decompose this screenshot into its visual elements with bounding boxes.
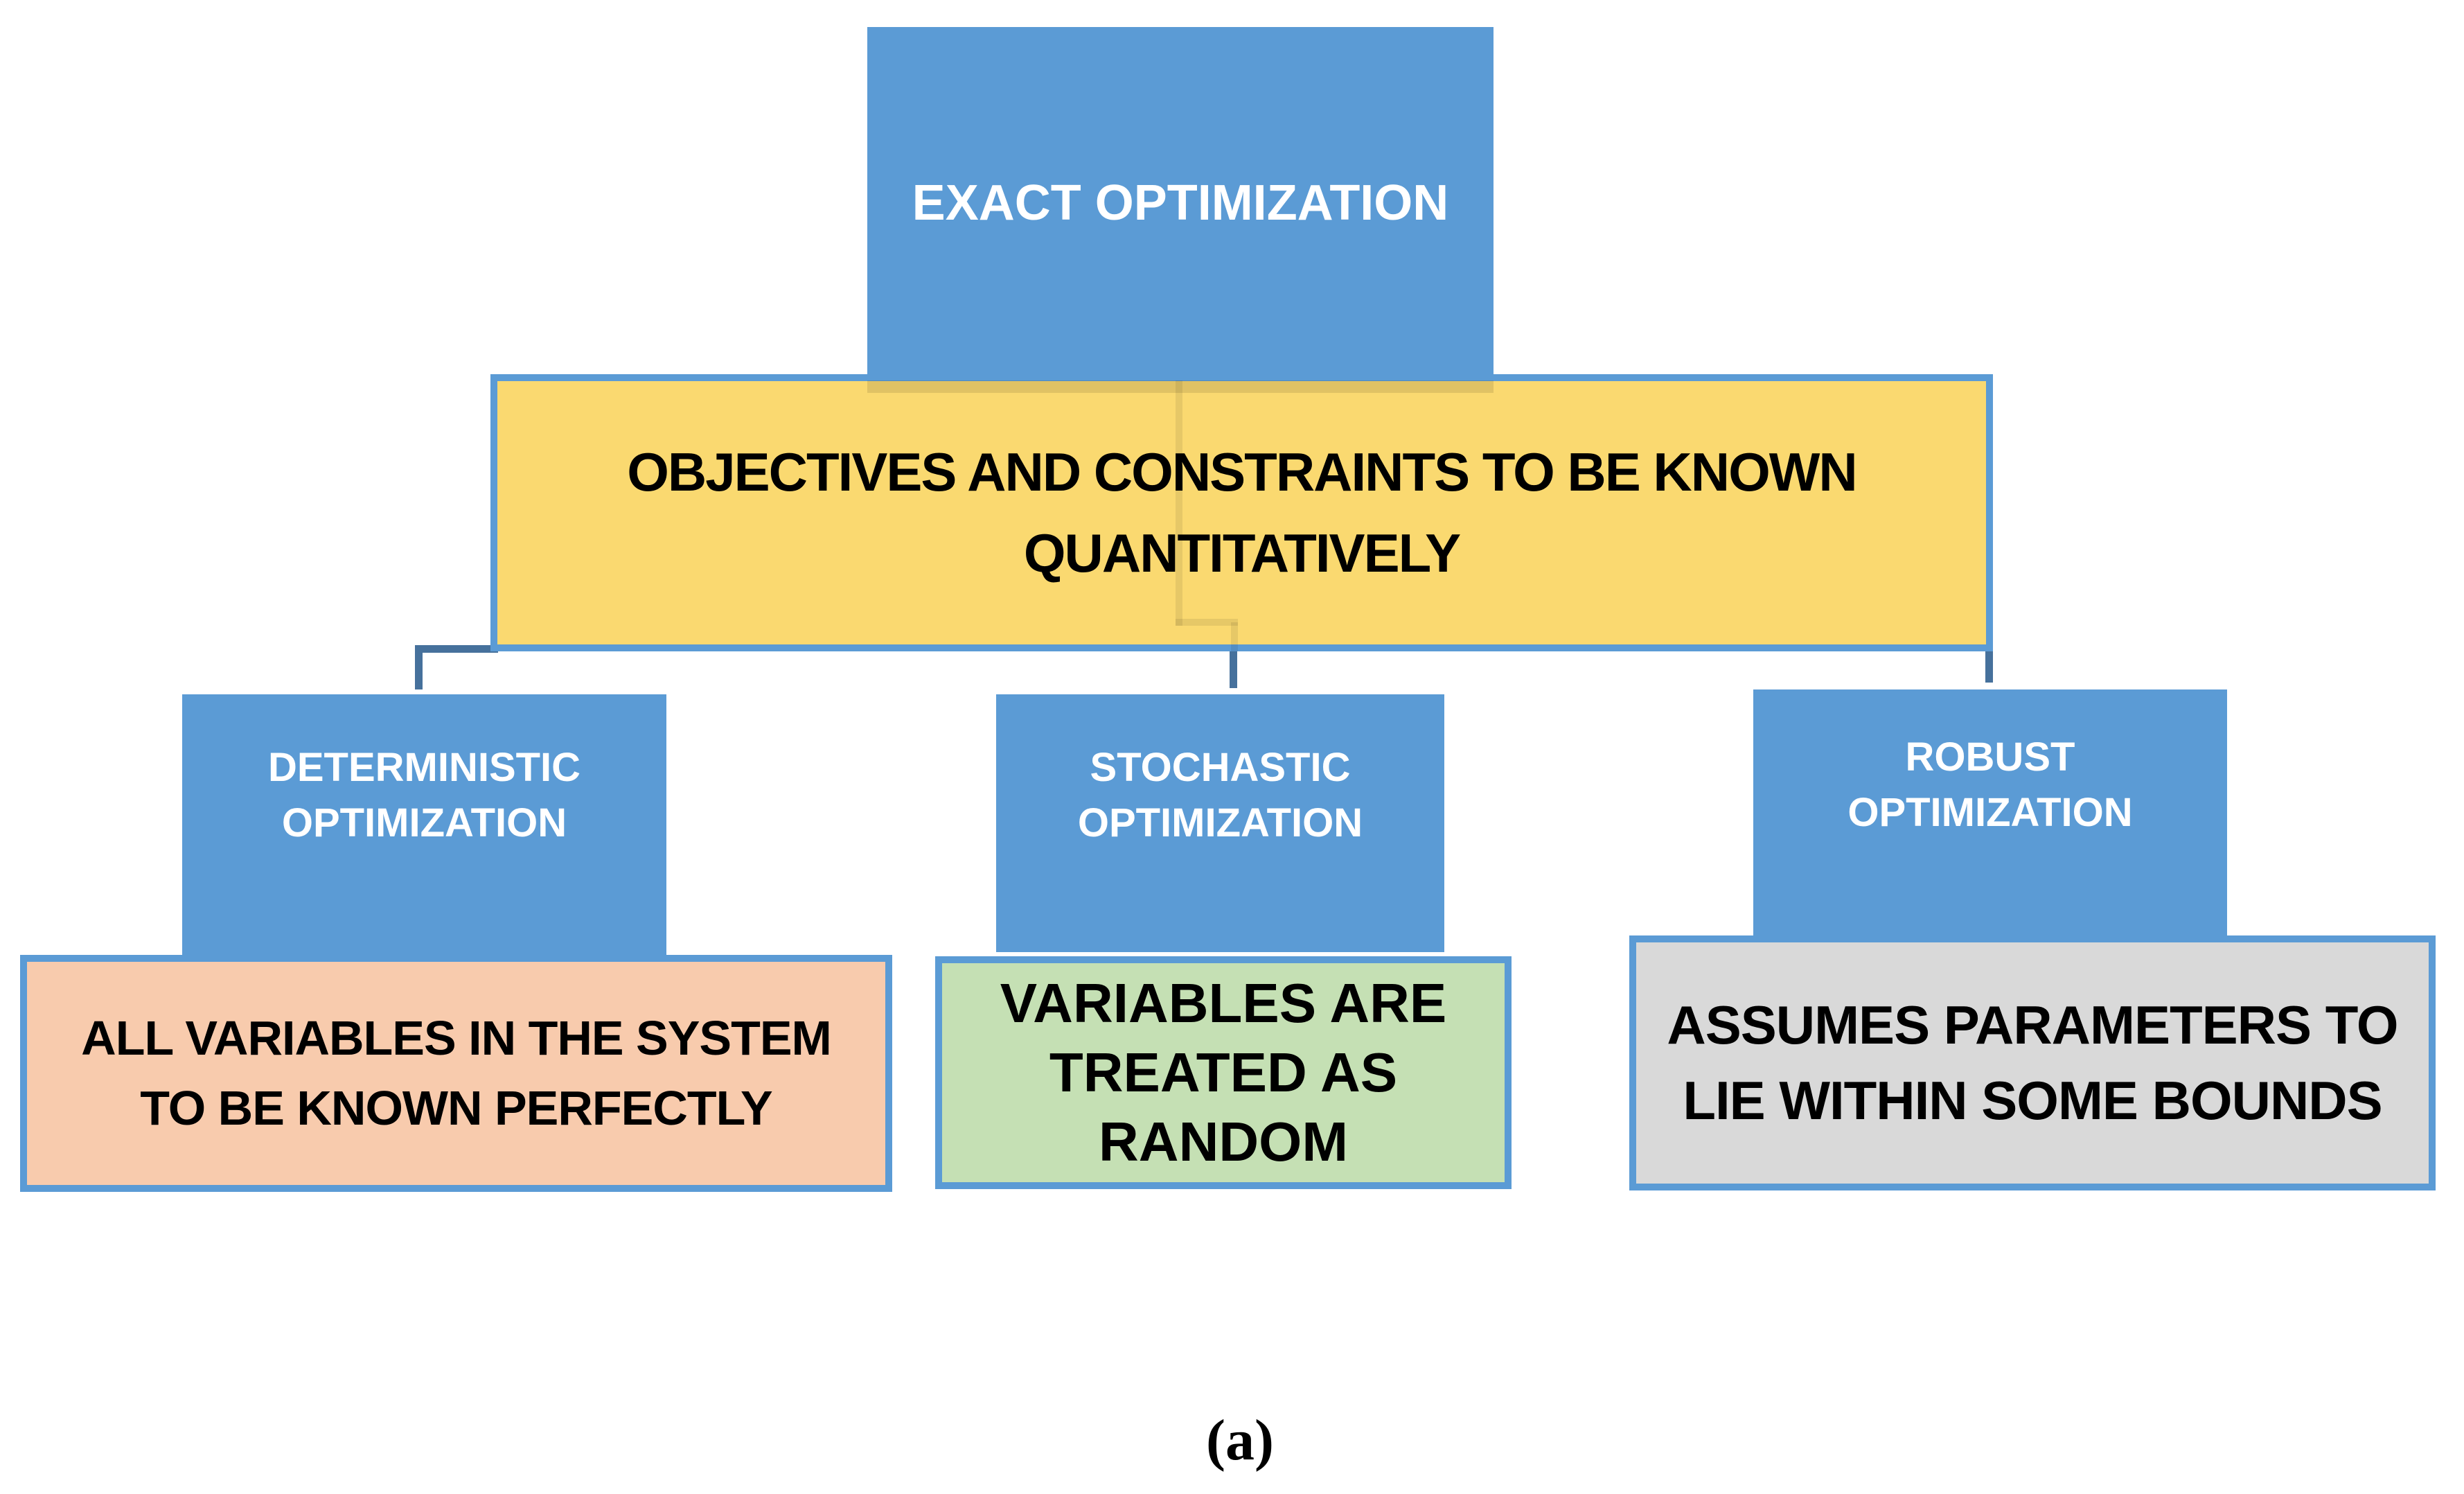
leaf-node-stochastic-description: VARIABLES ARE TREATED AS RANDOM	[935, 956, 1512, 1189]
figure-caption: (a)	[1206, 1408, 1274, 1473]
branch-node-deterministic: DETERMINISTIC OPTIMIZATION	[182, 694, 666, 958]
connector-left-vertical	[415, 645, 423, 689]
connector-root-vertical	[1176, 380, 1182, 626]
leaf-node-label: ALL VARIABLES IN THE SYSTEM TO BE KNOWN …	[81, 1010, 832, 1136]
leaf-node-label: ASSUMES PARAMETERS TO LIE WITHIN SOME BO…	[1667, 994, 2398, 1131]
branch-node-robust: ROBUST OPTIMIZATION	[1753, 689, 2227, 935]
condition-node: OBJECTIVES AND CONSTRAINTS TO BE KNOWN Q…	[490, 374, 1993, 651]
leaf-node-robust-description: ASSUMES PARAMETERS TO LIE WITHIN SOME BO…	[1629, 935, 2436, 1190]
connector-right-vertical	[1985, 651, 1993, 683]
branch-node-label: DETERMINISTIC OPTIMIZATION	[267, 745, 581, 846]
condition-node-label: OBJECTIVES AND CONSTRAINTS TO BE KNOWN Q…	[627, 441, 1857, 583]
leaf-node-deterministic-description: ALL VARIABLES IN THE SYSTEM TO BE KNOWN …	[20, 955, 892, 1192]
root-node-label: EXACT OPTIMIZATION	[912, 175, 1449, 231]
leaf-node-label: VARIABLES ARE TREATED AS RANDOM	[1000, 972, 1447, 1172]
connector-root-vertical-2	[1231, 622, 1238, 651]
branch-node-stochastic: STOCHASTIC OPTIMIZATION	[996, 694, 1444, 952]
connector-root-jog	[1176, 619, 1238, 626]
connector-center-vertical	[1230, 651, 1237, 688]
branch-node-label: ROBUST OPTIMIZATION	[1847, 735, 2133, 836]
connector-left-horizontal	[415, 645, 498, 653]
root-node-exact-optimization: EXACT OPTIMIZATION	[867, 27, 1494, 380]
root-node-shadow	[867, 380, 1494, 393]
branch-node-label: STOCHASTIC OPTIMIZATION	[1077, 745, 1363, 846]
